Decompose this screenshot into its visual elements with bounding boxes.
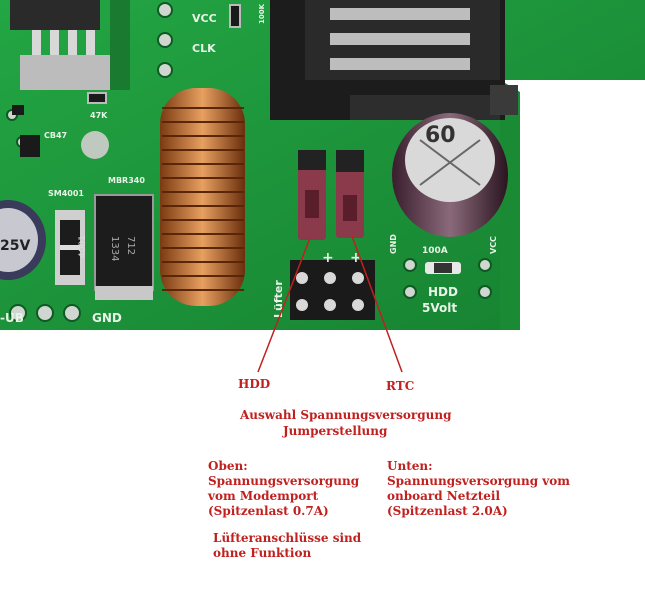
title-line-1: Auswahl Spannungsversorgung xyxy=(240,408,452,422)
silk-100a: 100A xyxy=(422,246,448,256)
silk-clk: CLK xyxy=(192,42,216,55)
silk-plus-2: + xyxy=(350,250,362,266)
oben-block: Oben: Spannungsversorgung vom Modemport … xyxy=(208,459,359,519)
circuit-board-photo: VCC CLK 100K 47K CB47 SM4001 MBR340 25V … xyxy=(0,0,645,330)
label-rtc: RTC xyxy=(386,379,415,393)
oben-line: Oben: xyxy=(208,459,248,473)
silk-5volt: 5Volt xyxy=(422,301,457,315)
silk-100k: 100K xyxy=(258,3,266,24)
diode-mbr340 xyxy=(94,194,154,291)
silk-mbr340: MBR340 xyxy=(108,176,145,185)
silk-ub: -UB xyxy=(0,311,24,325)
capacitor-top-number: 60 xyxy=(425,123,456,148)
silk-vcc-right: VCC xyxy=(489,236,498,254)
silk-gnd-bottom: GND xyxy=(92,311,122,325)
jumper-header xyxy=(290,260,375,320)
mounting-hole xyxy=(81,131,109,159)
silk-lufter: Lüfter xyxy=(272,280,285,318)
diode-code-text: 4001 xyxy=(78,235,88,258)
oben-line: Spannungsversorgung xyxy=(208,474,360,488)
capacitor-voltage-text: 25V xyxy=(0,238,30,254)
unten-line: onboard Netzteil xyxy=(387,489,501,503)
unten-line: (Spitzenlast 2.0A) xyxy=(387,504,508,518)
jumper-hdd xyxy=(298,150,326,240)
luefter-line: ohne Funktion xyxy=(213,546,312,560)
unten-line: Unten: xyxy=(387,459,433,473)
silk-47k: 47K xyxy=(90,111,108,120)
inductor-code-1: 712 xyxy=(125,236,136,255)
silk-plus-1: + xyxy=(322,250,334,266)
silk-cb47: CB47 xyxy=(44,131,67,140)
inductor-code-2: 1334 xyxy=(109,236,120,261)
unten-line: Spannungsversorgung vom xyxy=(387,474,570,488)
luefter-note: Lüfteranschlüsse sind ohne Funktion xyxy=(213,531,361,561)
ic-chip xyxy=(10,0,100,30)
unten-block: Unten: Spannungsversorgung vom onboard N… xyxy=(387,459,570,519)
silk-vcc-top: VCC xyxy=(192,12,217,25)
oben-line: (Spitzenlast 0.7A) xyxy=(208,504,329,518)
oben-line: vom Modemport xyxy=(208,489,319,503)
toroidal-coil xyxy=(160,88,245,306)
silk-sm4001: SM4001 xyxy=(48,189,84,198)
silk-gnd-right: GND xyxy=(389,234,398,254)
jumper-rtc xyxy=(336,150,364,238)
silk-hdd: HDD xyxy=(428,285,458,299)
title-line-2: Jumperstellung xyxy=(283,424,388,438)
label-hdd: HDD xyxy=(238,377,271,391)
luefter-line: Lüfteranschlüsse sind xyxy=(213,531,362,545)
